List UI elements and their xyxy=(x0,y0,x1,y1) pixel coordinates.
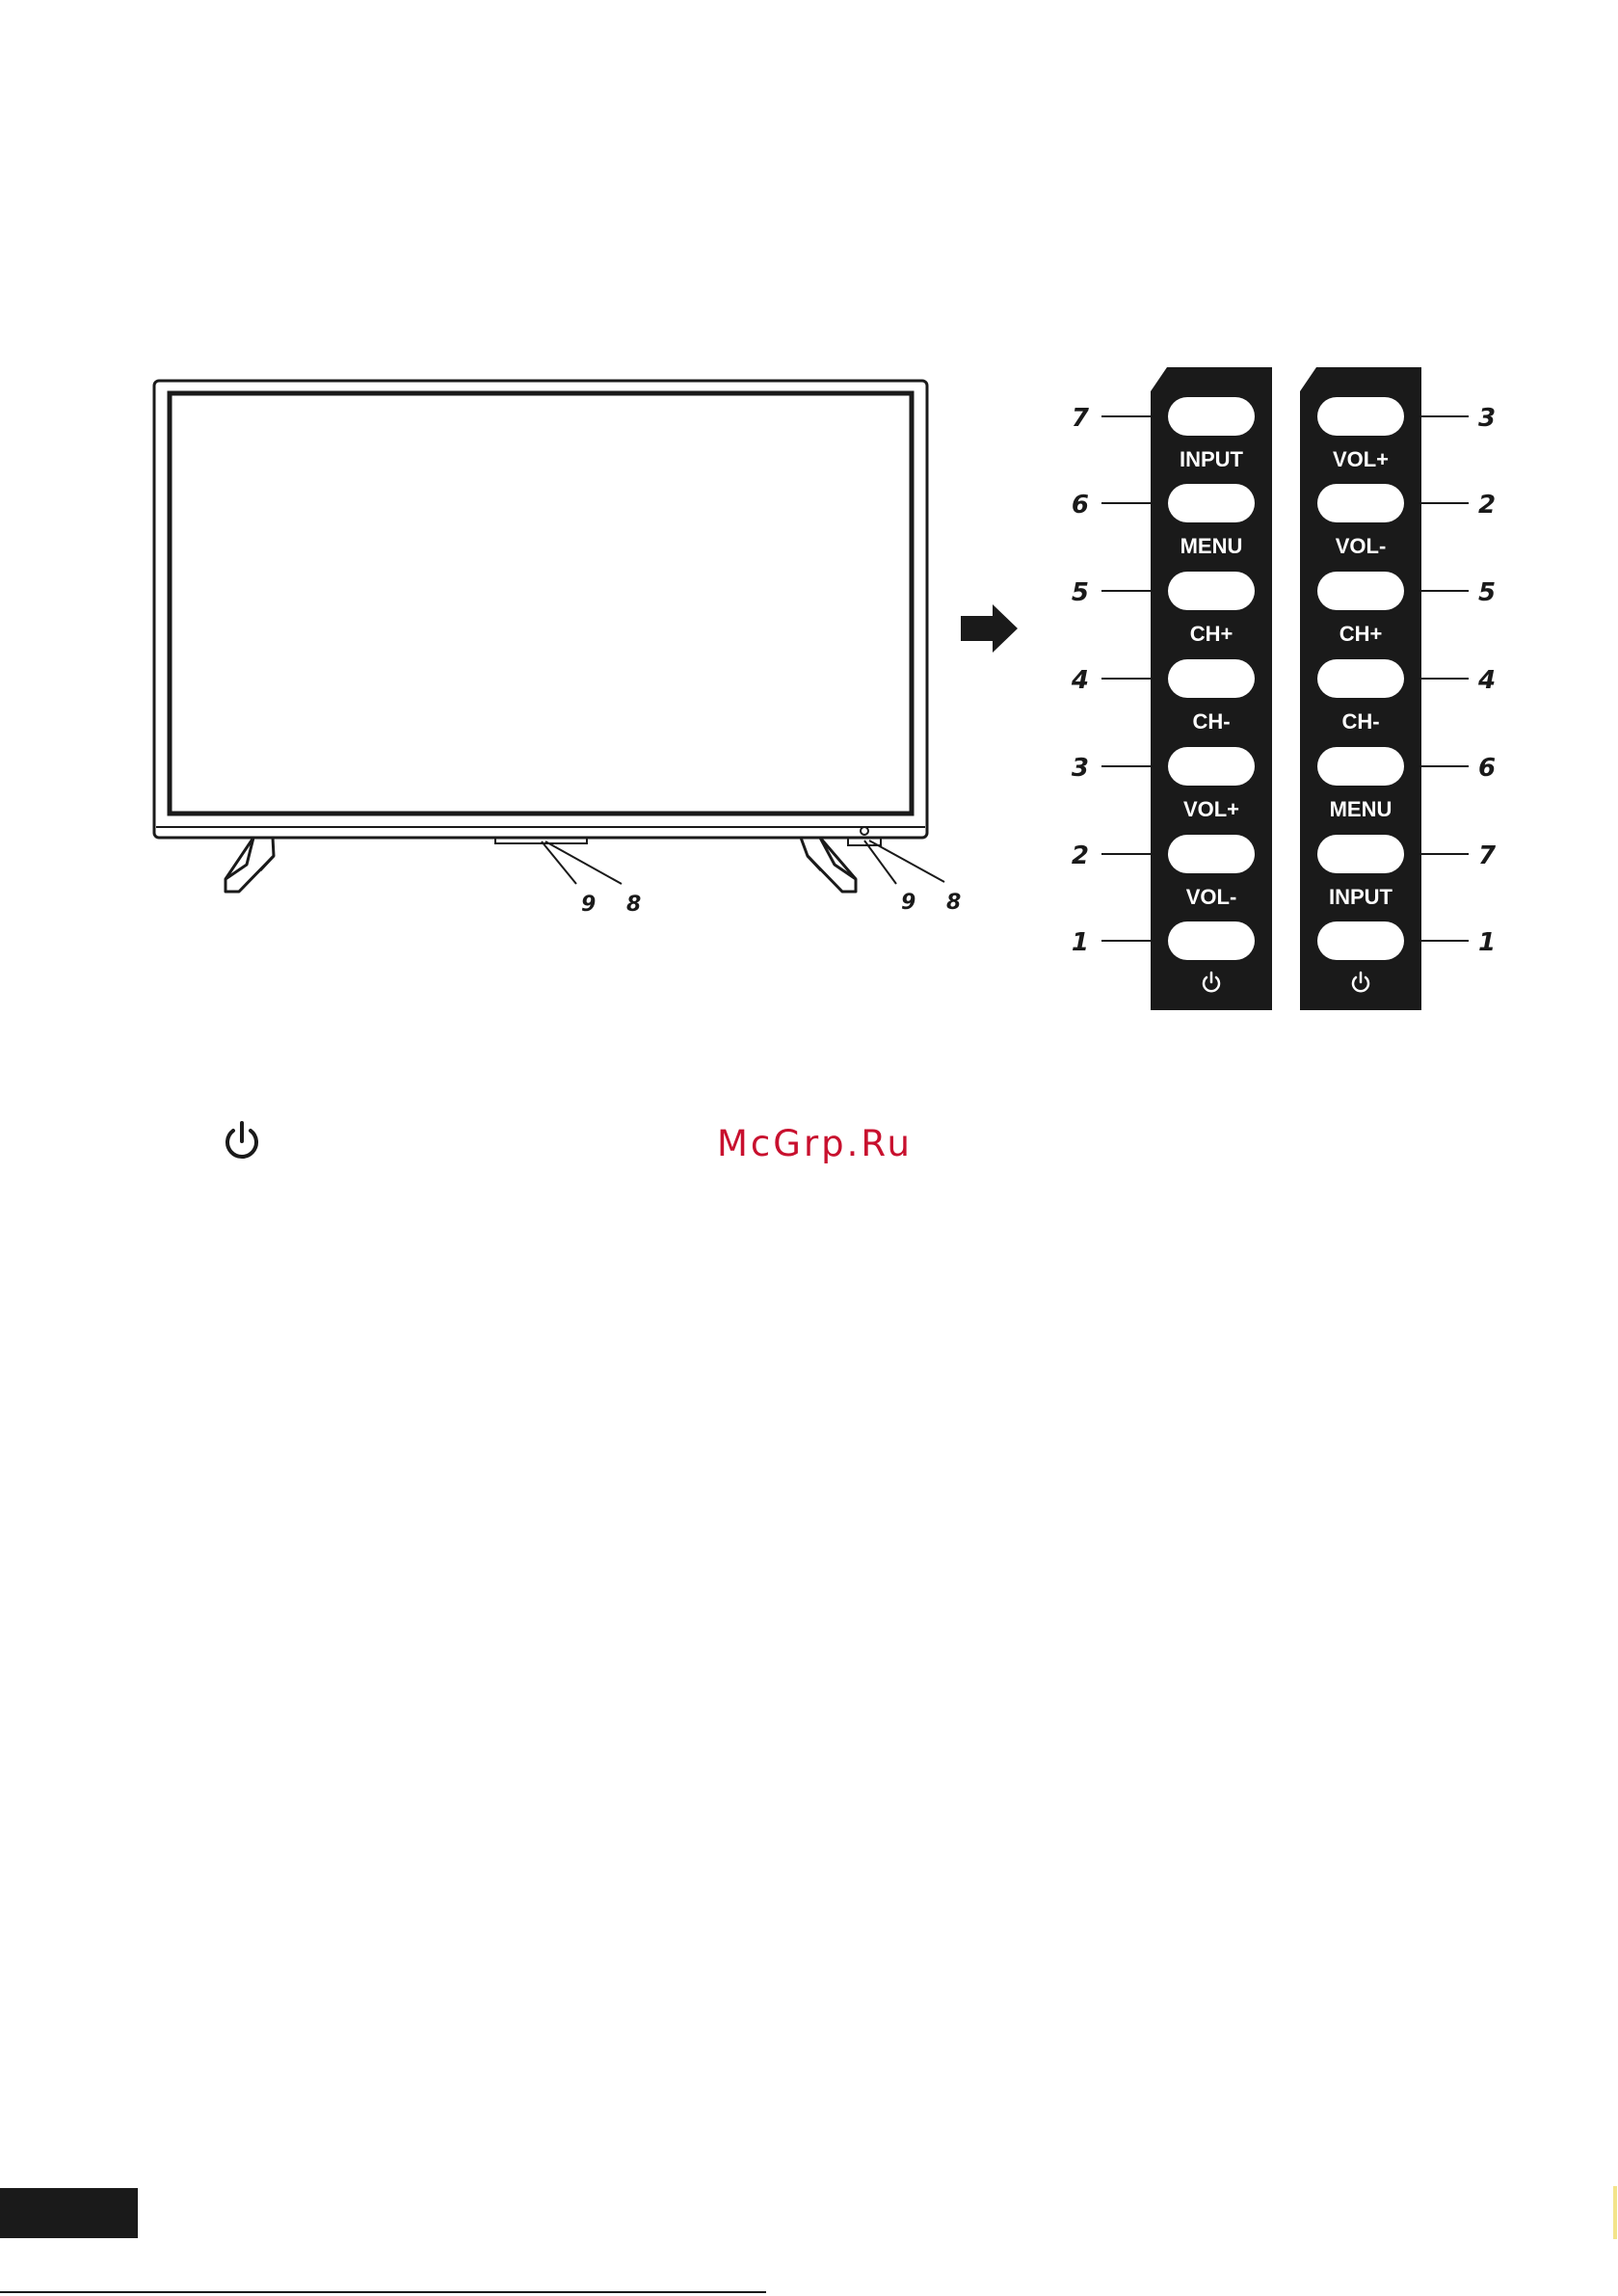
left-callout-number: 6 xyxy=(1072,491,1089,520)
right-callout-number: 1 xyxy=(1478,928,1496,957)
watermark-text: McGrp.Ru xyxy=(717,1123,913,1164)
tv-front-view xyxy=(154,381,944,892)
power-indicator-led xyxy=(861,827,868,835)
left-callout-number: 5 xyxy=(1072,578,1089,607)
right-panel-button-7[interactable] xyxy=(1317,921,1404,960)
right-button-label: VOL- xyxy=(1336,534,1387,558)
left-callout-number: 2 xyxy=(1072,841,1089,870)
right-button-label: CH- xyxy=(1341,709,1379,734)
label-9-center: 9 xyxy=(581,893,596,917)
left-panel-button-6[interactable] xyxy=(1168,835,1255,873)
right-callout-number: 6 xyxy=(1478,754,1496,783)
left-button-label: VOL+ xyxy=(1183,797,1239,821)
label-8-center: 8 xyxy=(626,893,641,917)
left-panel-button-4[interactable] xyxy=(1168,659,1255,698)
left-panel-button-1[interactable] xyxy=(1168,397,1255,436)
right-button-label: VOL+ xyxy=(1333,447,1389,471)
left-panel-button-5[interactable] xyxy=(1168,747,1255,786)
left-stand xyxy=(225,838,274,892)
right-callout-number: 4 xyxy=(1477,666,1496,695)
right-button-label: INPUT xyxy=(1329,885,1393,909)
right-callout-number: 3 xyxy=(1478,404,1496,433)
right-button-label: MENU xyxy=(1330,797,1393,821)
right-panel-button-4[interactable] xyxy=(1317,659,1404,698)
right-button-label: CH+ xyxy=(1339,622,1383,646)
left-callout-number: 7 xyxy=(1072,404,1090,433)
right-callout-number: 7 xyxy=(1478,841,1497,870)
left-panel-button-2[interactable] xyxy=(1168,484,1255,522)
right-panel-button-3[interactable] xyxy=(1317,572,1404,610)
ir-sensor-window xyxy=(495,838,587,843)
page-footer-tab xyxy=(0,2188,138,2238)
right-panel-button-2[interactable] xyxy=(1317,484,1404,522)
label-9-side: 9 xyxy=(901,891,915,915)
right-panel-button-1[interactable] xyxy=(1317,397,1404,436)
left-panel-button-7[interactable] xyxy=(1168,921,1255,960)
left-button-label: INPUT xyxy=(1180,447,1244,471)
right-callout-number: 2 xyxy=(1478,491,1496,520)
leader-line-8-center xyxy=(545,841,622,884)
page-footer-rule xyxy=(0,2291,766,2293)
left-button-label: CH+ xyxy=(1190,622,1233,646)
arrow-right-icon xyxy=(961,604,1018,653)
power-icon xyxy=(220,1120,264,1164)
left-callout-number: 3 xyxy=(1072,754,1089,783)
leader-line-9-center xyxy=(542,841,576,884)
left-button-label: CH- xyxy=(1192,709,1230,734)
left-button-label: VOL- xyxy=(1186,885,1237,909)
left-panel-button-3[interactable] xyxy=(1168,572,1255,610)
label-8-side: 8 xyxy=(946,891,961,915)
tv-bezel xyxy=(154,381,927,838)
left-callout-number: 1 xyxy=(1072,928,1089,957)
right-panel-button-5[interactable] xyxy=(1317,747,1404,786)
right-callout-number: 5 xyxy=(1478,578,1496,607)
left-callout-number: 4 xyxy=(1071,666,1089,695)
right-panel-button-6[interactable] xyxy=(1317,835,1404,873)
page-edge-mark xyxy=(1613,2186,1617,2239)
tv-screen xyxy=(170,393,912,814)
left-button-label: MENU xyxy=(1180,534,1243,558)
